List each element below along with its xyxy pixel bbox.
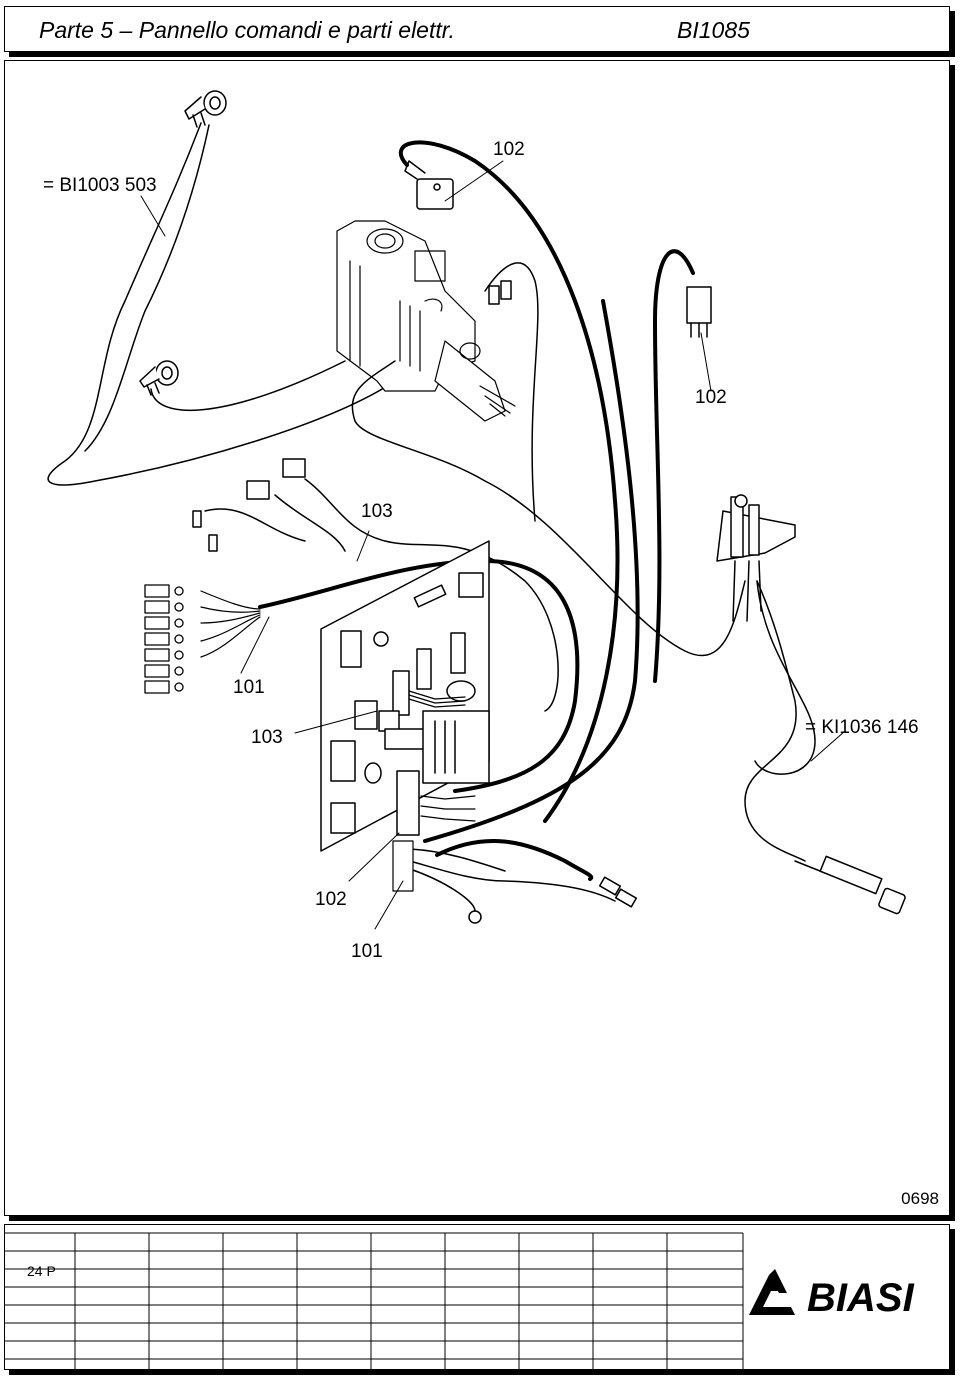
ignition-electrode — [716, 494, 796, 622]
revision-grid — [5, 1232, 744, 1371]
callout-label: 102 — [493, 139, 525, 160]
callout-label: 102 — [695, 387, 727, 408]
callout-label: 101 — [233, 677, 265, 698]
callout-label: 103 — [251, 727, 283, 748]
footer-revision-table: 24 P BIASI — [4, 1224, 950, 1371]
callout-label: 101 — [351, 941, 383, 962]
callout-label: 103 — [361, 501, 393, 522]
brand-wordmark: BIASI — [807, 1276, 915, 1319]
ribbon-cables — [392, 690, 476, 892]
thermostat-lower-part — [139, 360, 179, 396]
main-wire-harness — [258, 140, 695, 881]
model-code: BI1085 — [677, 17, 750, 43]
coil-connector — [404, 160, 454, 210]
biasi-logo: BIASI — [749, 1269, 915, 1319]
page-title: Parte 5 – Pannello comandi e parti elett… — [39, 17, 455, 43]
callout-label: 102 — [315, 889, 347, 910]
header-bar: Parte 5 – Pannello comandi e parti elett… — [4, 6, 950, 52]
ionisation-probe — [794, 855, 906, 915]
control-board — [320, 540, 490, 852]
callout-label: = BI1003 503 — [43, 175, 157, 196]
terminal-block — [144, 584, 184, 694]
thermostat-wires — [47, 122, 396, 486]
exploded-diagram-panel: 102 = BI1003 503 102 103 101 103 = KI103… — [4, 60, 950, 1216]
plug-connectors — [192, 280, 712, 924]
leader-lines — [140, 160, 846, 930]
wiring-diagram — [47, 90, 906, 930]
callout-label: = KI1036 146 — [805, 717, 919, 738]
thermostat-top-part — [184, 90, 227, 128]
terminal-wires — [200, 590, 261, 658]
drawing-revision-code: 0698 — [901, 1189, 939, 1208]
gas-valve — [336, 220, 516, 422]
page-number: 24 P — [27, 1263, 56, 1279]
signal-wires — [204, 262, 816, 912]
